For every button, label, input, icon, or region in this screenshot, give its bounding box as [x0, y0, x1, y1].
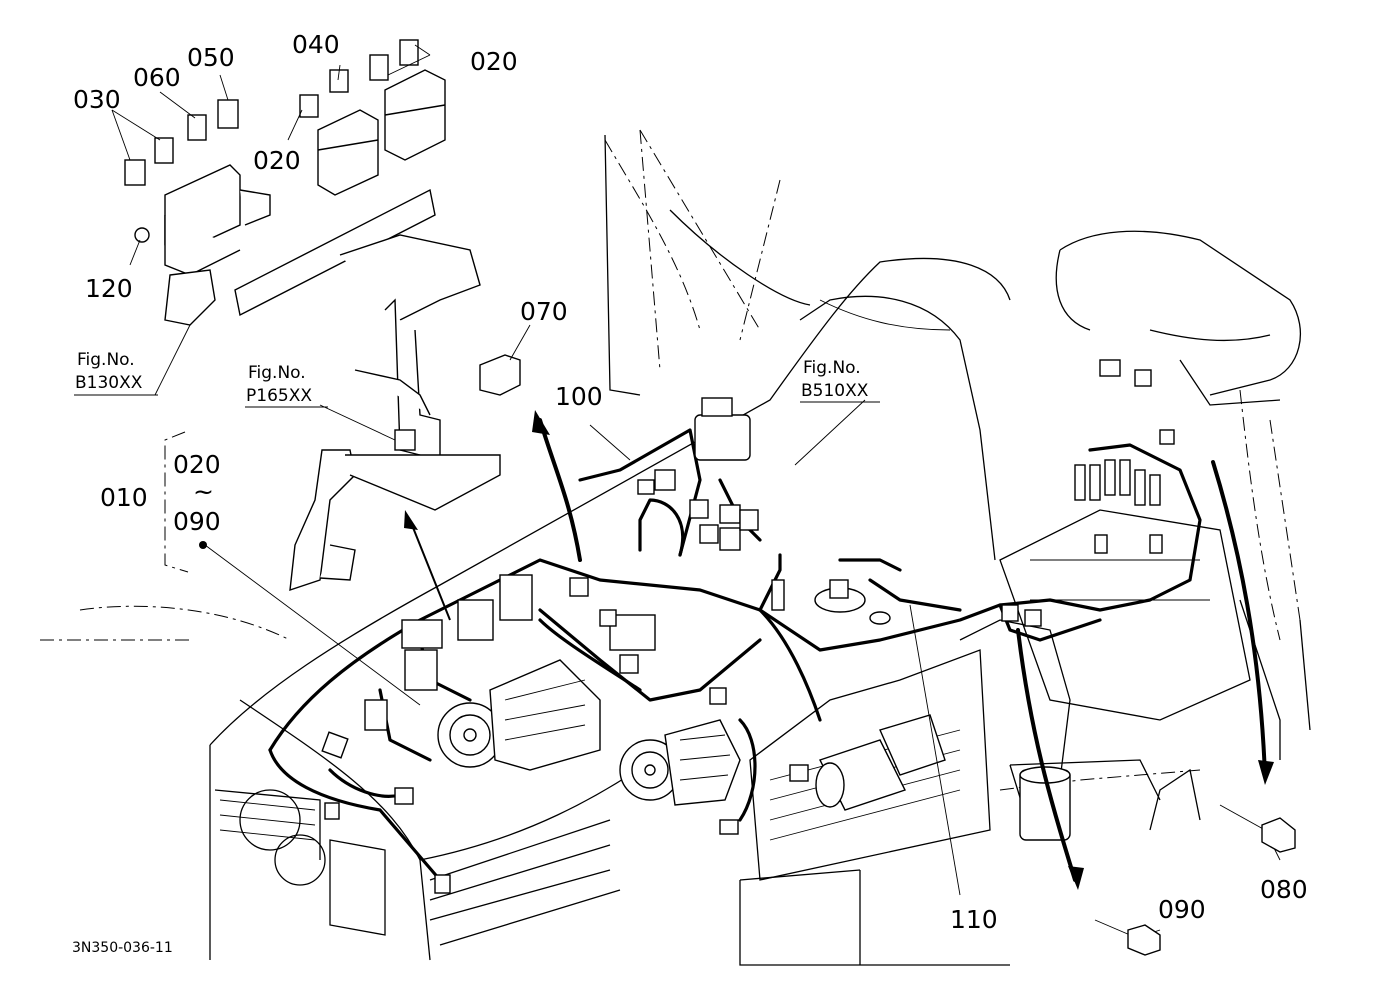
sensor-disc: [771, 579, 891, 625]
callout-110: 110: [950, 905, 998, 934]
starter-motor: [815, 714, 946, 811]
callout-labels: 020 040 050 060 030 020 120 070 100 010 …: [73, 30, 1308, 934]
callout-020-mid: 020: [253, 146, 301, 175]
leader-lines: [111, 44, 1281, 941]
callout-010-to: 090: [173, 507, 221, 536]
figure-ref-label: Fig.No.: [77, 350, 135, 370]
figure-ref-b510: Fig.No. B510XX: [800, 358, 880, 403]
callout-120: 120: [85, 274, 133, 303]
callout-010-from: 020: [173, 450, 221, 479]
callout-080: 080: [1260, 875, 1308, 904]
harness-connectors: [321, 359, 1175, 894]
callout-010: 010: [100, 483, 148, 512]
figure-ref-p165: Fig.No. P165XX: [245, 363, 328, 408]
callout-060: 060: [133, 63, 181, 92]
relay-box-assembly: [124, 39, 521, 592]
callout-050: 050: [187, 43, 235, 72]
loose-connector-090: [1094, 919, 1161, 956]
figure-ref-label: Fig.No.: [248, 363, 306, 383]
set-bracket-010: [164, 431, 189, 573]
tractor-hood-outline: [40, 129, 1311, 966]
figure-ref-b130: Fig.No. B130XX: [74, 350, 158, 396]
engine-assembly: [749, 509, 1251, 881]
loose-connector-080: [1219, 804, 1296, 853]
figure-ref-number: B130XX: [75, 373, 143, 393]
callout-030: 030: [73, 85, 121, 114]
reservoir-tank: [694, 397, 751, 461]
callout-010-tilde: ~: [193, 477, 214, 506]
drawing-code: 3N350-036-11: [72, 940, 173, 956]
figure-ref-label: Fig.No.: [803, 358, 861, 378]
figure-ref-number: P165XX: [246, 386, 312, 406]
callout-070: 070: [520, 297, 568, 326]
figure-ref-number: B510XX: [801, 381, 869, 401]
callout-040: 040: [292, 30, 340, 59]
callout-090: 090: [1158, 895, 1206, 924]
relay-fuse-cluster-right: [1074, 459, 1163, 554]
callout-100: 100: [555, 382, 603, 411]
ac-compressor: [437, 659, 601, 771]
direction-arrows: [404, 410, 1274, 890]
alternator: [619, 719, 741, 806]
callout-020-top: 020: [470, 47, 518, 76]
